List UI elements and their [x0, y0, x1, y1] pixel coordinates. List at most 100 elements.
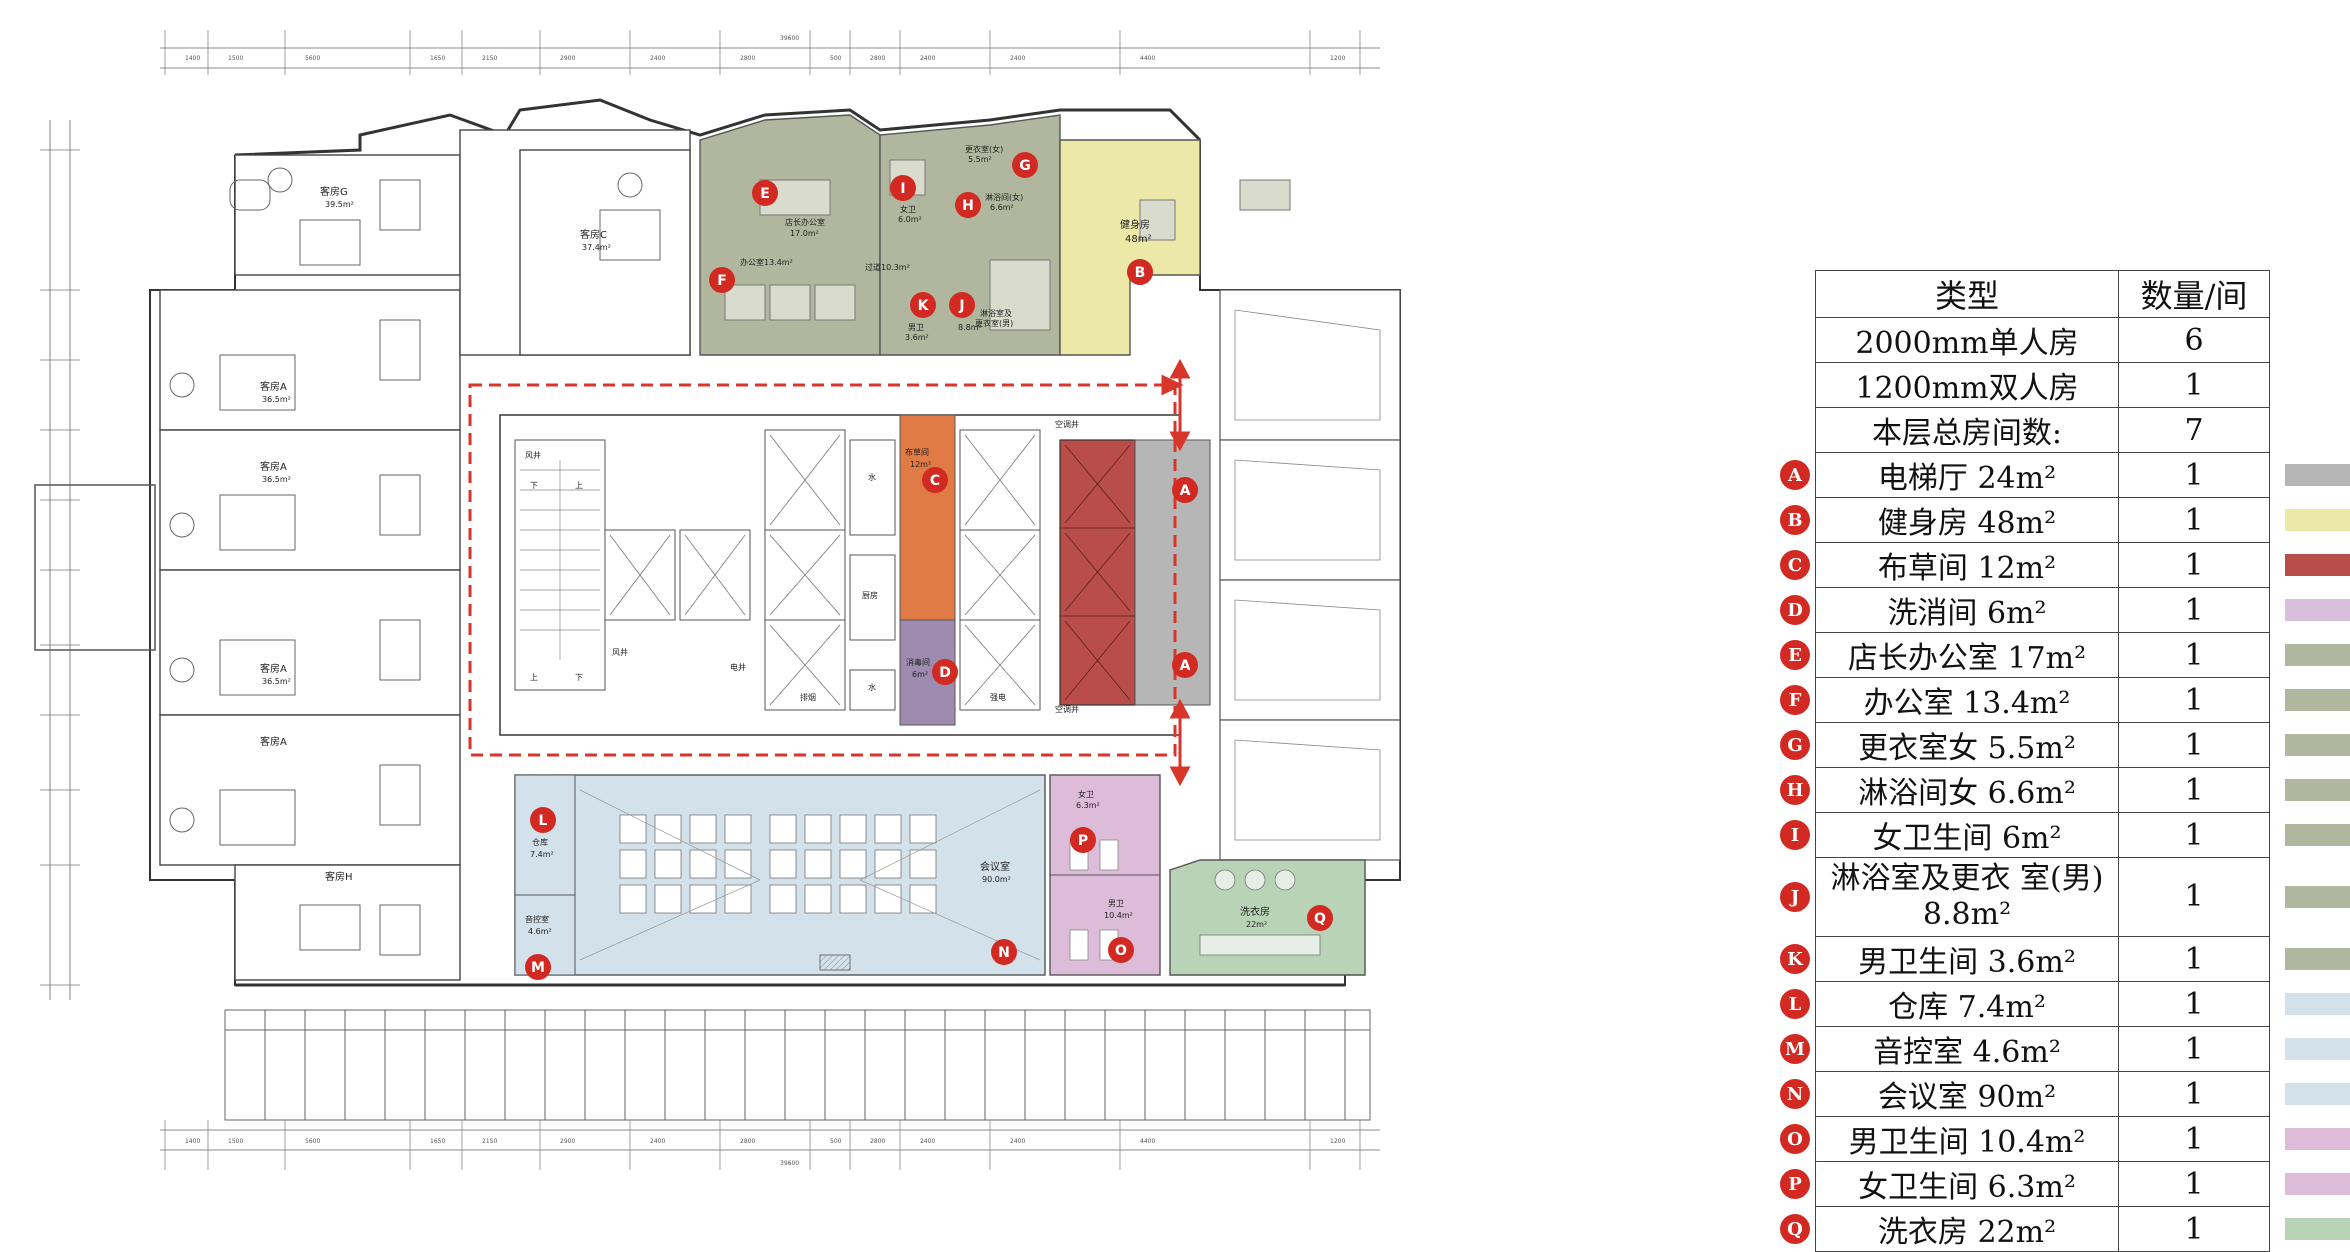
legend-label: 本层总房间数:: [1815, 407, 2119, 453]
svg-text:6.0m²: 6.0m²: [898, 215, 922, 224]
legend-marker-j: J: [1780, 882, 1810, 912]
meeting-table: [909, 814, 937, 844]
svg-text:O: O: [1115, 943, 1127, 959]
legend-qty: 1: [2118, 632, 2270, 678]
svg-text:女卫: 女卫: [1078, 789, 1094, 799]
meeting-table: [619, 814, 647, 844]
meeting-table: [619, 849, 647, 879]
legend-qty: 1: [2118, 1116, 2270, 1162]
svg-text:下: 下: [575, 673, 583, 682]
legend-label: 健身房 48m²: [1815, 497, 2119, 543]
legend-swatch-i: [2285, 824, 2350, 846]
legend-qty: 1: [2118, 1071, 2270, 1117]
dimension-label: 5600: [305, 1138, 320, 1145]
legend-marker-d: D: [1780, 595, 1810, 625]
svg-text:健身房: 健身房: [1120, 218, 1150, 231]
svg-text:36.5m²: 36.5m²: [262, 475, 291, 484]
dimension-label: 2400: [1010, 55, 1025, 62]
legend-marker-n: N: [1780, 1079, 1810, 1109]
dimension-label: 500: [830, 55, 842, 62]
circulation-arrows: [1161, 358, 1191, 787]
dimension-label: 2400: [650, 1138, 665, 1145]
legend-label: 音控室 4.6m²: [1815, 1026, 2119, 1072]
svg-text:M: M: [531, 960, 545, 976]
dimension-label: 1400: [185, 1138, 200, 1145]
plan-marker-m: M: [525, 954, 551, 980]
dimension-label: 1200: [1330, 55, 1345, 62]
dimension-label: 2400: [920, 55, 935, 62]
header-type: 类型: [1815, 270, 2119, 318]
stair-treads: [520, 460, 600, 660]
legend-qty: 1: [2118, 452, 2270, 498]
label-guest-g: 客房G: [320, 185, 348, 198]
svg-text:6m²: 6m²: [912, 670, 928, 679]
svg-text:6.3m²: 6.3m²: [1076, 801, 1100, 810]
meeting-table: [769, 884, 797, 914]
svg-text:仓库: 仓库: [532, 837, 548, 847]
plan-marker-d: D: [932, 659, 958, 685]
legend-label: 男卫生间 10.4m²: [1815, 1116, 2119, 1162]
office-labels: 店长办公室 17.0m² 女卫 6.0m² 更衣室(女) 5.5m² 淋浴间(女…: [740, 144, 1151, 342]
svg-text:水: 水: [868, 682, 876, 692]
meeting-table: [689, 849, 717, 879]
label-guest-a-2: 客房A: [260, 460, 287, 473]
dimension-label: 1200: [1330, 1138, 1345, 1145]
svg-text:H: H: [962, 198, 974, 214]
svg-text:风井: 风井: [612, 647, 628, 657]
svg-text:电井: 电井: [730, 662, 746, 672]
svg-text:37.4m²: 37.4m²: [582, 243, 611, 252]
legend-qty: 1: [2118, 936, 2270, 982]
plan-marker-j: J: [949, 292, 975, 318]
svg-text:空调井: 空调井: [1055, 704, 1079, 714]
legend-label: 洗衣房 22m²: [1815, 1206, 2119, 1252]
label-guest-c: 客房C: [580, 228, 607, 241]
svg-text:48m²: 48m²: [1125, 234, 1151, 245]
legend-swatch-e: [2285, 644, 2350, 666]
svg-text:10.4m²: 10.4m²: [1104, 911, 1133, 920]
label-guest-h: 客房H: [325, 870, 353, 883]
svg-text:上: 上: [575, 481, 583, 490]
legend-label: 会议室 90m²: [1815, 1071, 2119, 1117]
legend-swatch-j: [2285, 886, 2350, 908]
legend-label: 办公室 13.4m²: [1815, 677, 2119, 723]
dimension-label: 500: [830, 1138, 842, 1145]
dimension-label: 1650: [430, 1138, 445, 1145]
svg-text:L: L: [539, 813, 548, 829]
legend-marker-g: G: [1780, 730, 1810, 760]
dimension-label: 2150: [482, 55, 497, 62]
label-guest-a-1: 客房A: [260, 380, 287, 393]
dimension-label: 4400: [1140, 55, 1155, 62]
svg-text:A: A: [1180, 658, 1191, 674]
legend-marker-f: F: [1780, 685, 1810, 715]
floor-plan: 1400140015001500560056001650165021502150…: [34, 30, 1401, 1170]
legend-marker-o: O: [1780, 1124, 1810, 1154]
svg-text:上: 上: [530, 673, 538, 682]
svg-text:消毒间: 消毒间: [906, 657, 930, 667]
legend-swatch-g: [2285, 734, 2350, 756]
svg-text:洗衣房: 洗衣房: [1240, 905, 1270, 918]
legend-label: 男卫生间 3.6m²: [1815, 936, 2119, 982]
svg-text:店长办公室: 店长办公室: [785, 217, 825, 227]
left-projection: [34, 484, 156, 651]
elevator-lobby: [1134, 439, 1211, 706]
svg-text:12m²: 12m²: [910, 460, 931, 469]
svg-text:G: G: [1019, 158, 1031, 174]
meeting-table: [839, 849, 867, 879]
office-furniture: [724, 159, 1291, 331]
plan-marker-q: Q: [1307, 905, 1333, 931]
legend-swatch-d: [2285, 599, 2350, 621]
svg-text:J: J: [958, 298, 964, 314]
svg-text:水: 水: [868, 472, 876, 482]
svg-text:过道10.3m²: 过道10.3m²: [865, 262, 910, 272]
dimension-label: 5600: [305, 55, 320, 62]
legend-summary-row: 本层总房间数:7: [1815, 407, 2270, 453]
svg-text:B: B: [1135, 265, 1146, 281]
legend-swatch-o: [2285, 1128, 2350, 1150]
